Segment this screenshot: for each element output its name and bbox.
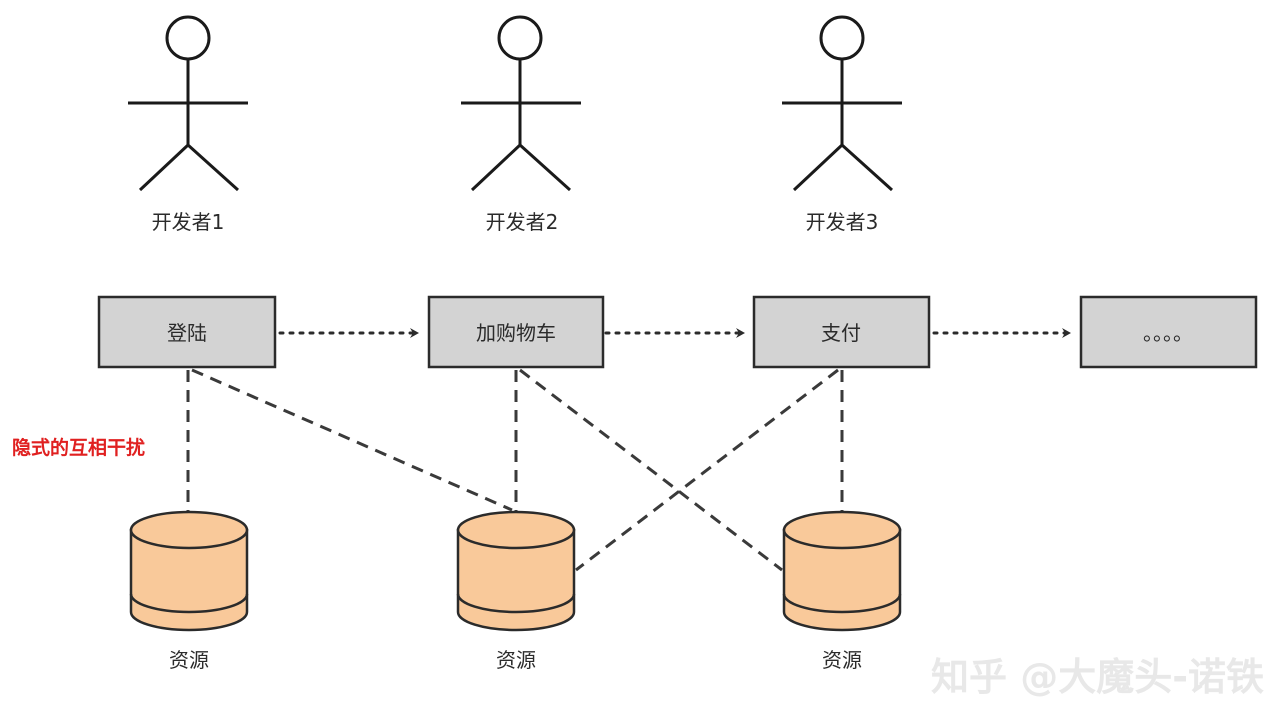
resource-label-2: 资源 [496,648,536,672]
actor-developer-3 [782,15,902,192]
step-payment: 支付 [752,295,931,369]
dep-pay-res2 [575,368,839,572]
resource-label-1: 资源 [169,648,209,672]
step-label-payment: 支付 [821,321,861,345]
resource-cylinder-3 [782,510,902,632]
resource-label-3: 资源 [822,648,862,672]
dep-login-res2 [191,368,513,512]
interference-annotation: 隐式的互相干扰 [12,436,145,459]
resource-cylinder-1 [129,510,249,632]
dependency-lines [186,368,844,572]
resource-cylinder-2 [456,510,576,632]
actor-label-3: 开发者3 [806,210,879,234]
dep-cart-res3 [519,368,783,572]
actor-developer-1 [128,15,248,192]
step-more: 。。。。 [1079,295,1258,369]
step-add-to-cart: 加购物车 [427,295,605,369]
watermark: 知乎 @大魔头-诺铁 [931,655,1264,699]
step-login: 登陆 [97,295,277,369]
actor-developer-2 [461,15,581,192]
step-label-cart: 加购物车 [476,321,556,345]
step-label-more: 。。。。 [1143,321,1193,345]
actor-label-1: 开发者1 [152,210,225,234]
step-label-login: 登陆 [167,321,207,345]
actor-label-2: 开发者2 [486,210,559,234]
